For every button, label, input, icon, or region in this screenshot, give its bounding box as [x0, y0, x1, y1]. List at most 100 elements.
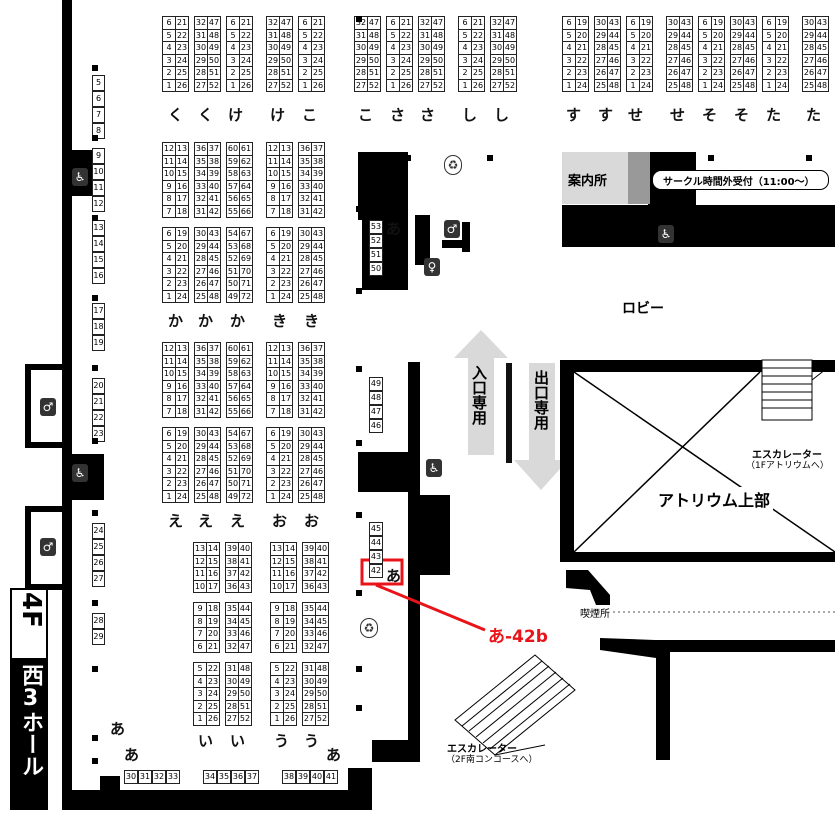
booth-number[interactable]: 72	[240, 290, 252, 302]
booth-number[interactable]: 28	[491, 67, 503, 79]
booth-number[interactable]: 5	[194, 663, 206, 675]
booth-number[interactable]: 52	[227, 453, 239, 465]
booth-number[interactable]: 4	[267, 453, 279, 465]
booth-number[interactable]: 37	[208, 143, 220, 155]
booth-number[interactable]: 51	[368, 67, 380, 79]
booth-number[interactable]: 18	[280, 205, 292, 217]
booth-number[interactable]: 30	[299, 228, 311, 240]
booth-number[interactable]: 40	[316, 543, 328, 555]
booth-number[interactable]: 47	[432, 17, 444, 29]
booth-number[interactable]: 42	[312, 405, 324, 417]
booth-number[interactable]: 24	[776, 79, 788, 91]
booth-number[interactable]: 51	[227, 465, 239, 477]
booth-number[interactable]: 52	[316, 713, 328, 725]
booth-number[interactable]: 25	[299, 490, 311, 502]
booth-number[interactable]: 28	[195, 253, 207, 265]
booth-number[interactable]: 3	[763, 54, 775, 66]
booth-number[interactable]: 43	[316, 580, 328, 592]
booth-number[interactable]: 5	[563, 29, 575, 41]
booth-number[interactable]: 30	[303, 675, 315, 687]
booth-number[interactable]: 60	[227, 343, 239, 355]
booth-number[interactable]: 51	[504, 67, 516, 79]
booth-number[interactable]: 50	[432, 54, 444, 66]
booth-number[interactable]: 3	[194, 688, 206, 700]
booth-number[interactable]: 26	[92, 555, 105, 571]
booth-number[interactable]: 2	[387, 67, 399, 79]
booth-number[interactable]: 47	[504, 17, 516, 29]
booth-number[interactable]: 27	[355, 79, 367, 91]
booth-number[interactable]: 12	[267, 143, 279, 155]
booth-number[interactable]: 31	[299, 405, 311, 417]
booth-number[interactable]: 34	[195, 168, 207, 180]
booth-number[interactable]: 50	[227, 478, 239, 490]
booth-number[interactable]: 46	[816, 54, 828, 66]
booth-number[interactable]: 9	[163, 180, 175, 192]
booth-number[interactable]: 17	[176, 193, 188, 205]
booth-number[interactable]: 39	[208, 168, 220, 180]
booth-number[interactable]: 38	[312, 155, 324, 167]
booth-number[interactable]: 31	[303, 663, 315, 675]
booth-number[interactable]: 19	[576, 17, 588, 29]
booth-number[interactable]: 18	[207, 603, 219, 615]
booth-number[interactable]: 33	[303, 628, 315, 640]
booth-number[interactable]: 33	[226, 628, 238, 640]
booth-number[interactable]: 39	[226, 543, 238, 555]
booth-number[interactable]: 13	[176, 343, 188, 355]
booth-number[interactable]: 47	[312, 478, 324, 490]
booth-number[interactable]: 24	[576, 79, 588, 91]
booth-number[interactable]: 23	[284, 675, 296, 687]
booth-number[interactable]: 19	[207, 615, 219, 627]
booth-number[interactable]: 22	[280, 465, 292, 477]
booth-number[interactable]: 25	[240, 67, 252, 79]
booth-number[interactable]: 36	[195, 143, 207, 155]
booth-number[interactable]: 34	[226, 615, 238, 627]
booth-number[interactable]: 22	[312, 29, 324, 41]
booth-number[interactable]: 21	[207, 640, 219, 652]
booth-number[interactable]: 30	[226, 675, 238, 687]
booth-number[interactable]: 28	[667, 42, 679, 54]
booth-number[interactable]: 6	[387, 17, 399, 29]
booth-number[interactable]: 59	[227, 355, 239, 367]
booth-number[interactable]: 23	[640, 67, 652, 79]
booth-number[interactable]: 1	[163, 290, 175, 302]
booth-number[interactable]: 21	[280, 253, 292, 265]
booth-number[interactable]: 11	[267, 355, 279, 367]
booth-number[interactable]: 14	[207, 543, 219, 555]
booth-number[interactable]: 2	[267, 278, 279, 290]
booth-number[interactable]: 6	[699, 17, 711, 29]
booth-number[interactable]: 9	[267, 180, 279, 192]
booth-number[interactable]: 18	[92, 319, 105, 335]
booth-number[interactable]: 42	[208, 205, 220, 217]
booth-number[interactable]: 45	[208, 253, 220, 265]
booth-number[interactable]: 48	[208, 490, 220, 502]
booth-number[interactable]: 4	[627, 42, 639, 54]
booth-number[interactable]: 44	[816, 29, 828, 41]
booth-number[interactable]: 1	[459, 79, 471, 91]
booth-number[interactable]: 4	[163, 42, 175, 54]
booth-number[interactable]: 69	[240, 453, 252, 465]
booth-number[interactable]: 2	[267, 478, 279, 490]
booth-number[interactable]: 5	[763, 29, 775, 41]
booth-number[interactable]: 5	[227, 29, 239, 41]
booth-number[interactable]: 32	[299, 393, 311, 405]
booth-number[interactable]: 26	[667, 67, 679, 79]
booth-number[interactable]: 18	[284, 603, 296, 615]
booth-number[interactable]: 19	[280, 228, 292, 240]
booth-number[interactable]: 22	[400, 29, 412, 41]
booth-number[interactable]: 20	[576, 29, 588, 41]
booth-number[interactable]: 36	[226, 580, 238, 592]
booth-number[interactable]: 25	[195, 290, 207, 302]
booth-number[interactable]: 27	[803, 54, 815, 66]
booth-number[interactable]: 28	[803, 42, 815, 54]
booth-number[interactable]: 40	[312, 180, 324, 192]
booth-number[interactable]: 1	[163, 79, 175, 91]
booth-number[interactable]: 48	[280, 29, 292, 41]
booth-number[interactable]: 26	[595, 67, 607, 79]
booth-number[interactable]: 27	[195, 265, 207, 277]
booth-number[interactable]: 15	[280, 168, 292, 180]
booth-number[interactable]: 21	[240, 17, 252, 29]
booth-number[interactable]: 57	[227, 380, 239, 392]
booth-number[interactable]: 28	[595, 42, 607, 54]
booth-number[interactable]: 12	[163, 143, 175, 155]
booth-number[interactable]: 10	[194, 580, 206, 592]
